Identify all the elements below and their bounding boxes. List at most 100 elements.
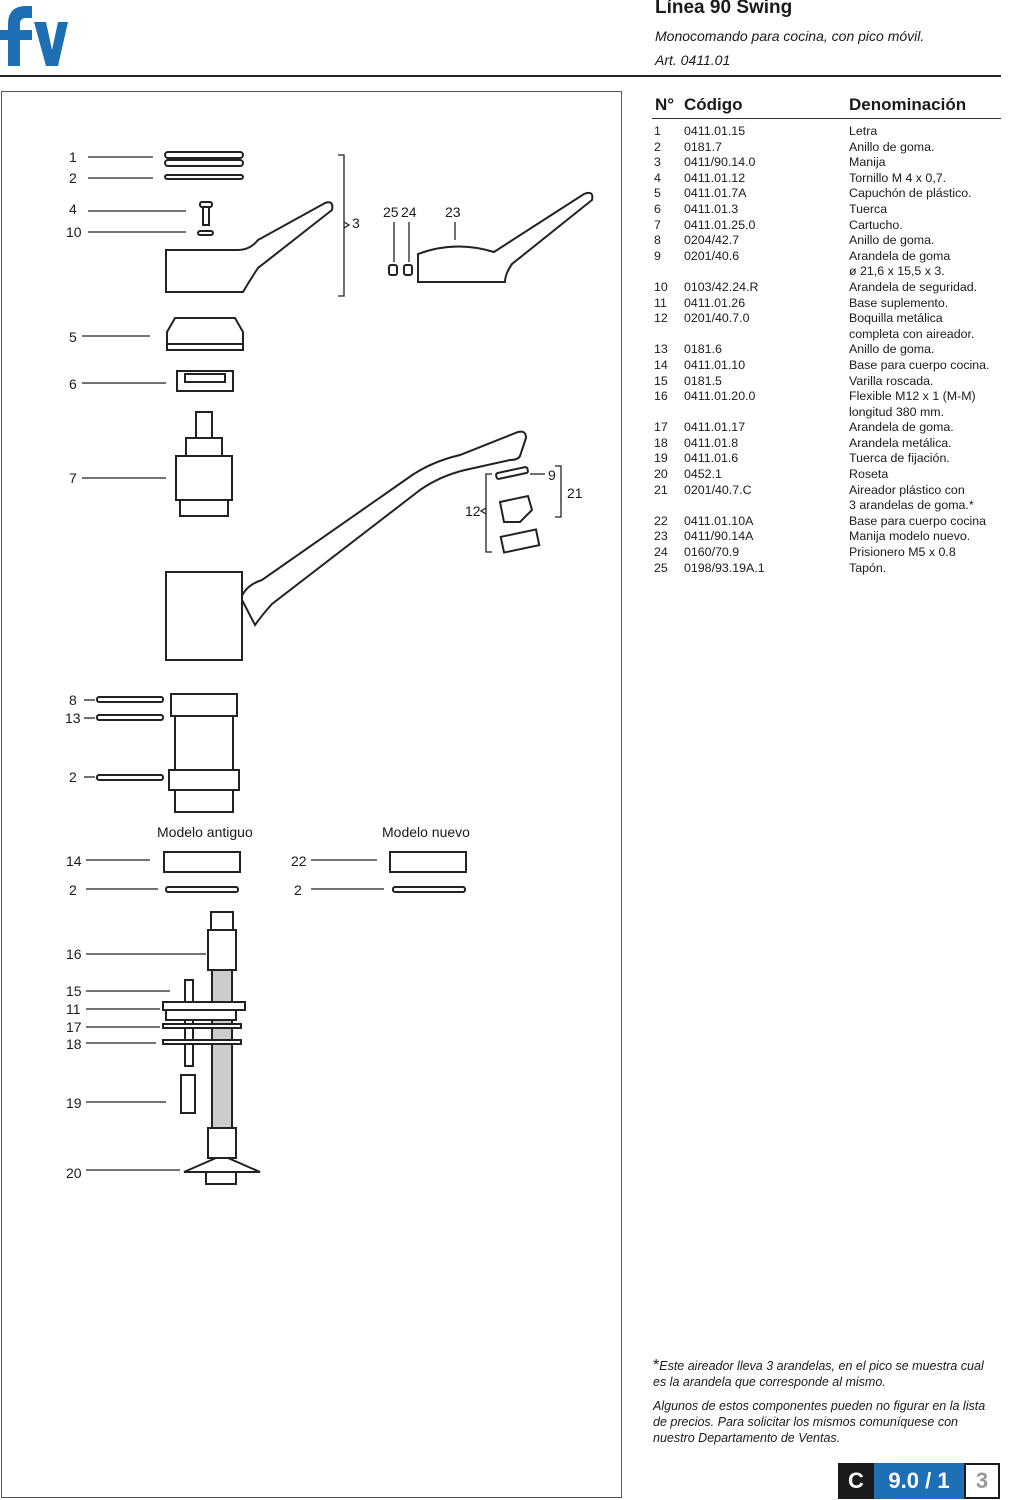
row-name: Arandela de goma. xyxy=(849,420,954,435)
exploded-diagram-frame xyxy=(1,91,622,1498)
row-number: 6 xyxy=(654,201,661,216)
callout-20: 20 xyxy=(66,1165,82,1181)
row-name: Manija modelo nuevo. xyxy=(849,529,971,544)
article-number: Art. 0411.01 xyxy=(655,52,731,68)
callout-13: 13 xyxy=(65,710,81,726)
callout-16: 16 xyxy=(66,946,82,962)
table-row: 10 0103/42.24.R Arandela de seguridad. xyxy=(654,280,1006,296)
row-code: 0411.01.15 xyxy=(684,124,746,138)
row-name: Prisionero M5 x 0.8 xyxy=(849,545,956,560)
row-number: 10 xyxy=(654,279,668,294)
row-code: 0411.01.8 xyxy=(684,435,739,450)
header-divider xyxy=(0,75,1001,77)
row-code: 0411/90.14A xyxy=(684,529,754,544)
row-number: 20 xyxy=(654,467,668,482)
exploded-view-diagram: 1 2 4 10 3 25 24 23 5 6 7 9 21 12 8 13 2… xyxy=(65,149,594,1185)
row-name: Arandela de seguridad. xyxy=(849,279,978,294)
row-code: 0201/40.7.C xyxy=(684,482,752,497)
product-subtitle: Monocomando para cocina, con pico móvil. xyxy=(655,28,925,44)
row-name: Flexible M12 x 1 (M-M) longitud 380 mm. xyxy=(849,389,976,419)
table-row: 17 0411.01.17 Arandela de goma. xyxy=(654,420,1006,436)
callout-17: 17 xyxy=(66,1019,82,1035)
row-code: 0452.1 xyxy=(684,467,722,482)
row-code: 0411.01.17 xyxy=(684,420,746,435)
row-code: 0411.01.3 xyxy=(684,201,739,216)
row-number: 2 xyxy=(654,139,661,154)
row-number: 13 xyxy=(654,342,668,357)
table-row: 6 0411.01.3 Tuerca xyxy=(654,202,1006,218)
col-header-no: N° xyxy=(655,95,675,114)
callout-23: 23 xyxy=(445,204,461,220)
row-name: Tuerca de fijación. xyxy=(849,451,950,466)
row-name: Tuerca xyxy=(849,201,888,216)
row-name: Tapón. xyxy=(849,560,887,575)
row-code: 0103/42.24.R xyxy=(684,279,759,294)
callout-24: 24 xyxy=(401,204,417,220)
model-new-label: Modelo nuevo xyxy=(382,824,470,840)
row-number: 9 xyxy=(654,248,661,263)
row-name: Anillo de goma. xyxy=(849,233,935,248)
row-number: 7 xyxy=(654,217,661,232)
row-code: 0198/93.19A.1 xyxy=(684,560,765,575)
callout-2: 2 xyxy=(69,170,77,186)
row-code: 0411.01.6 xyxy=(684,451,739,466)
row-name: Arandela de goma ø 21,6 x 15,5 x 3. xyxy=(849,248,951,279)
row-number: 4 xyxy=(654,170,661,185)
row-name: Tornillo M 4 x 0,7. xyxy=(849,170,947,185)
row-name: Boquilla metálica completa con aireador. xyxy=(849,311,975,341)
callout-15: 15 xyxy=(66,983,82,999)
row-name: Arandela metálica. xyxy=(849,435,952,450)
table-row: 4 0411.01.12 Tornillo M 4 x 0,7. xyxy=(654,171,1006,187)
footnote-availability: Algunos de estos componentes pueden no f… xyxy=(653,1399,986,1445)
product-title: Línea 90 Swing xyxy=(655,0,793,18)
row-code: 0411.01.10 xyxy=(684,357,746,372)
row-name: Roseta xyxy=(849,467,889,482)
row-code: 0411.01.12 xyxy=(684,170,746,185)
callout-10: 10 xyxy=(66,224,82,240)
row-number: 24 xyxy=(654,545,668,560)
callout-2-d: 2 xyxy=(294,882,302,898)
row-name: Letra xyxy=(849,124,878,138)
row-name: Cartucho. xyxy=(849,217,903,232)
row-number: 12 xyxy=(654,311,668,326)
callout-9: 9 xyxy=(548,467,556,483)
table-row: 12 0201/40.7.0 Boquilla metálica completa … xyxy=(654,311,1006,342)
fv-logo xyxy=(0,6,68,66)
callout-22: 22 xyxy=(291,853,307,869)
row-number: 14 xyxy=(654,357,668,372)
callout-5: 5 xyxy=(69,329,77,345)
page-badge: C 9.0 / 1 3 xyxy=(838,1463,1000,1499)
callout-21: 21 xyxy=(567,485,583,501)
row-name: Base suplemento. xyxy=(849,295,949,310)
row-number: 23 xyxy=(654,529,668,544)
row-code: 0411.01.7A xyxy=(684,186,747,201)
row-name: Aireador plástico con 3 arandelas de gom… xyxy=(849,482,974,513)
row-name: Capuchón de plástico. xyxy=(849,186,972,201)
callout-12: 12 xyxy=(465,503,481,519)
row-number: 17 xyxy=(654,420,668,435)
footnotes: *Este aireador lleva 3 arandelas, en el … xyxy=(653,1358,993,1454)
row-name: Base para cuerpo cocina xyxy=(849,513,987,528)
row-code: 0201/40.7.0 xyxy=(684,311,750,326)
row-name: Anillo de goma. xyxy=(849,139,935,154)
row-code: 0181.7 xyxy=(684,139,722,154)
callout-2-c: 2 xyxy=(69,882,77,898)
callout-19: 19 xyxy=(66,1095,82,1111)
row-name: Base para cuerpo cocina. xyxy=(849,357,990,372)
row-code: 0411.01.26 xyxy=(684,295,746,310)
callout-14: 14 xyxy=(66,853,82,869)
table-header-divider xyxy=(652,118,1001,119)
callout-3: 3 xyxy=(352,215,360,231)
row-number: 5 xyxy=(654,186,661,201)
row-number: 1 xyxy=(654,124,661,138)
row-name: Anillo de goma. xyxy=(849,342,935,357)
